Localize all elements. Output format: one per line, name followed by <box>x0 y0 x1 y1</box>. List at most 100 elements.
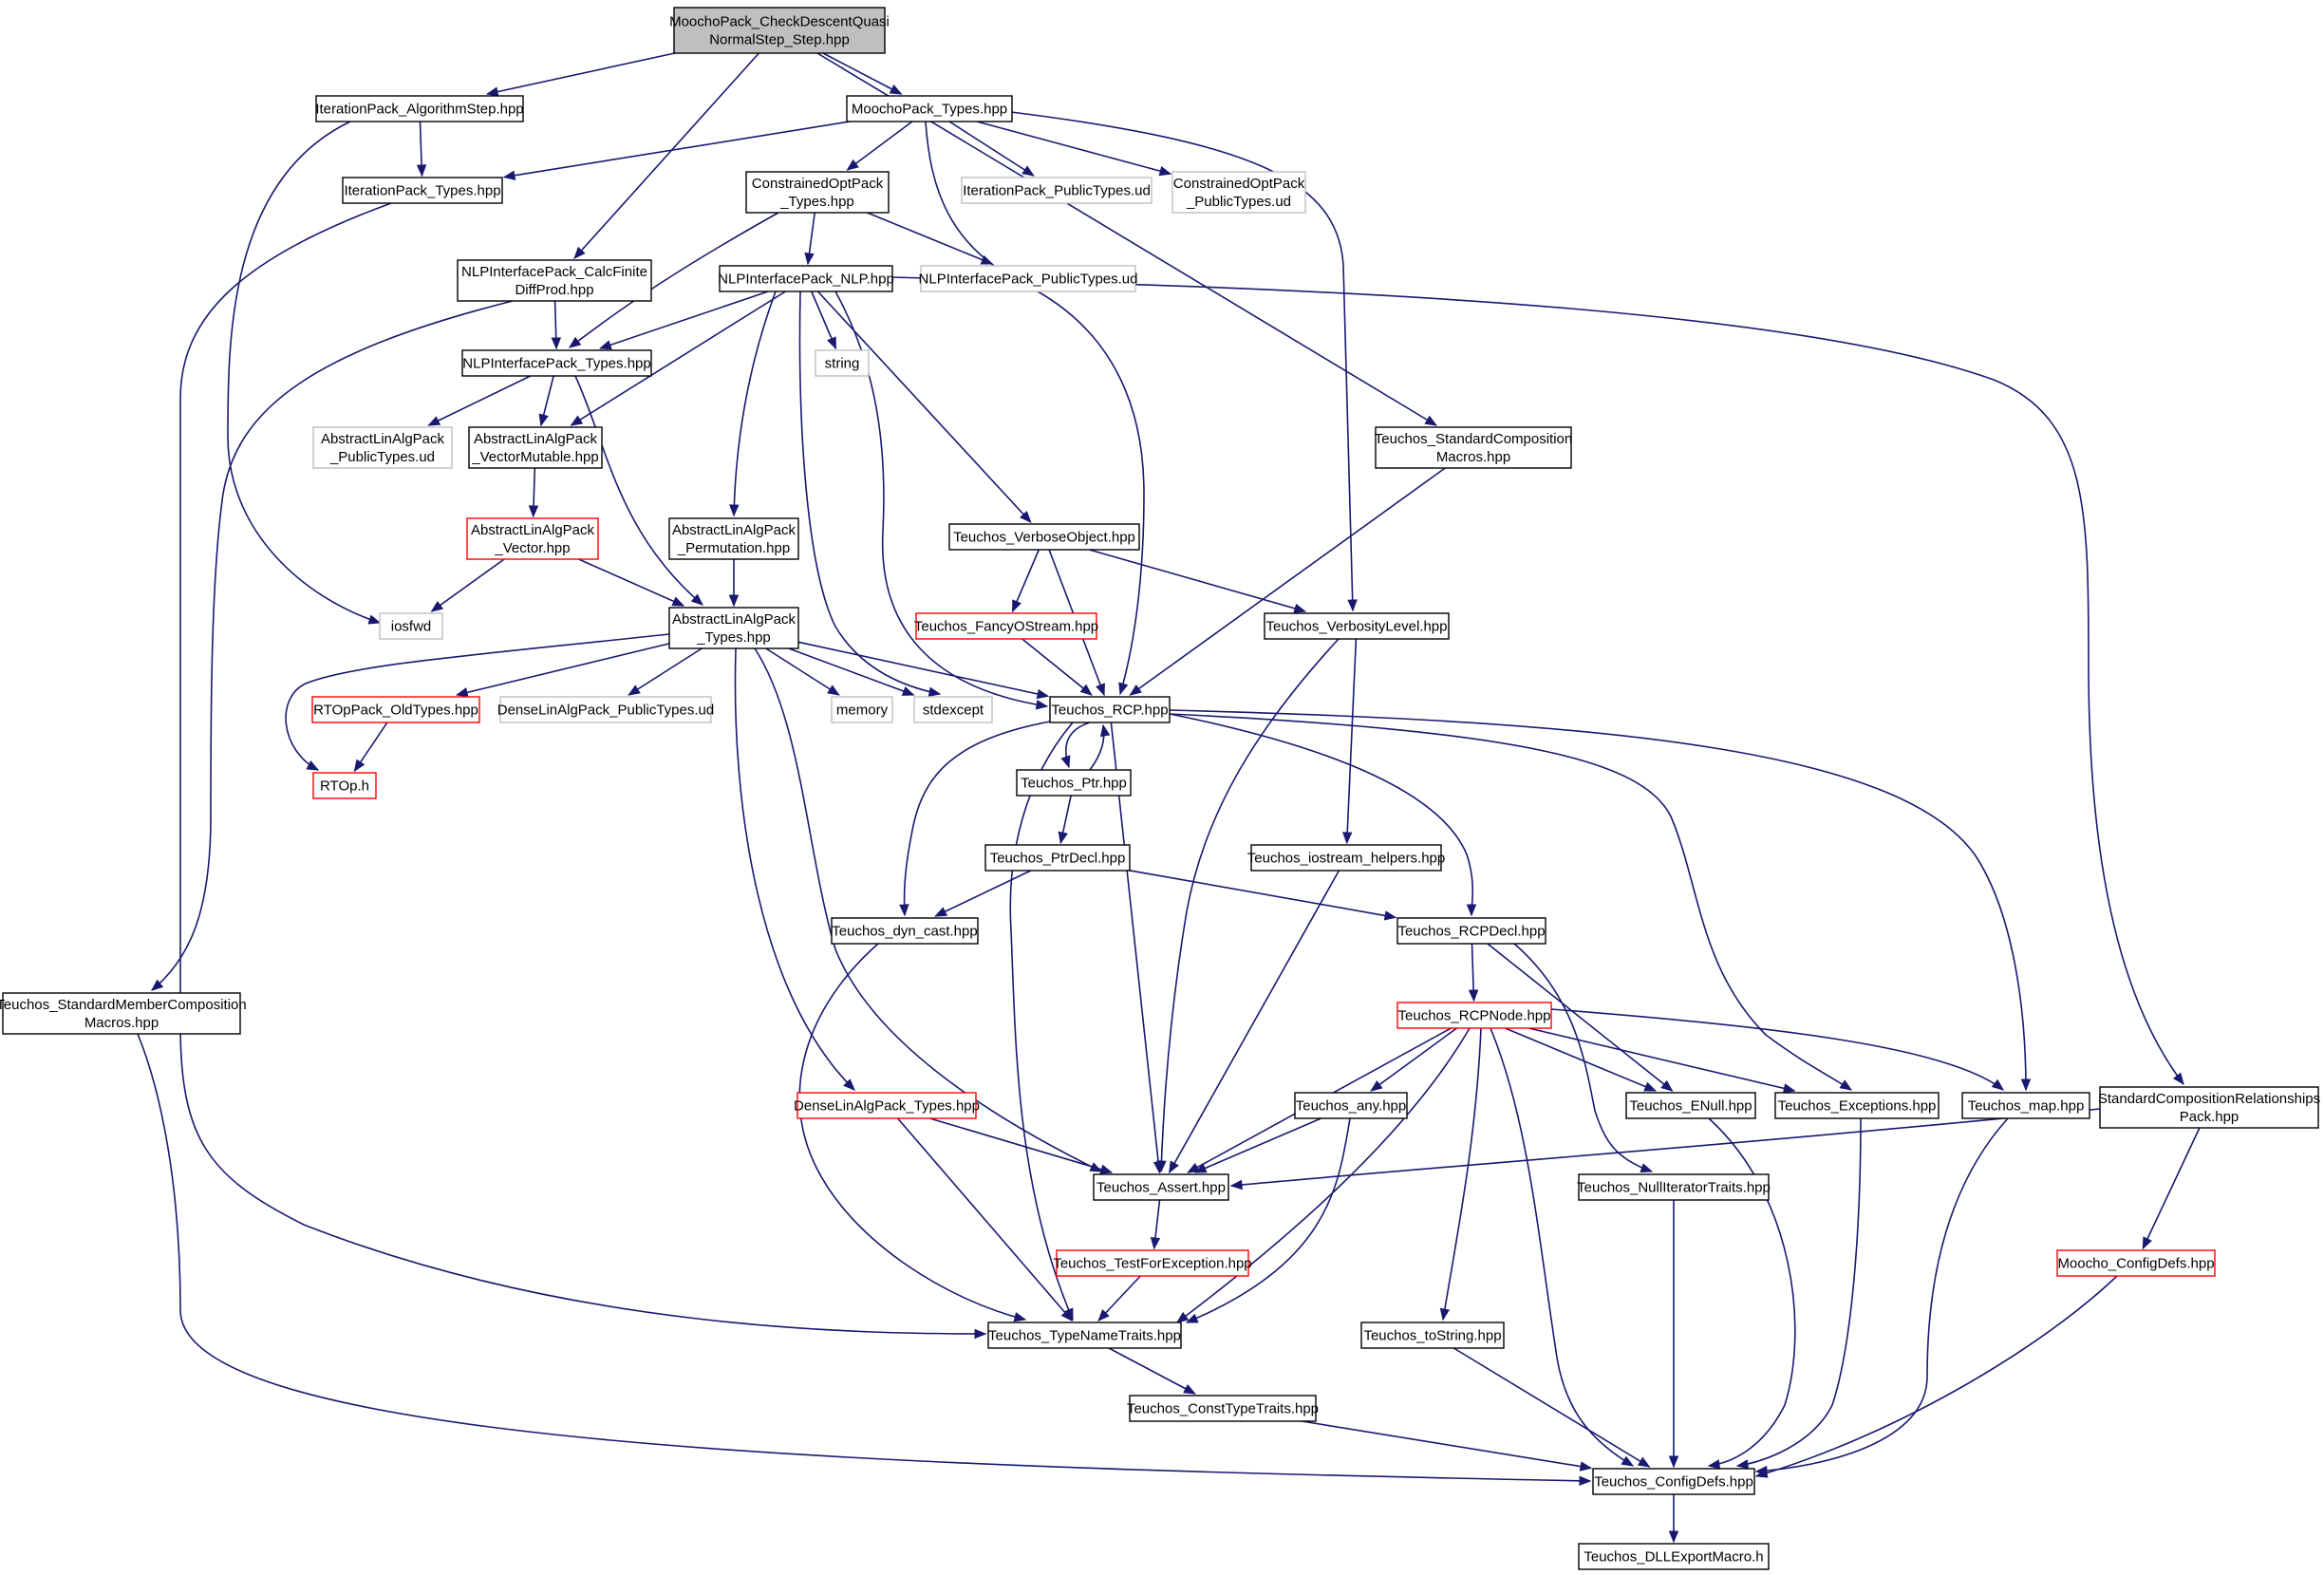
node-box[interactable] <box>920 265 1136 292</box>
node-box[interactable] <box>499 696 712 723</box>
node-nlptypes[interactable]: NLPInterfacePack_Types.hpp <box>461 349 652 377</box>
node-box[interactable] <box>342 177 503 204</box>
node-box[interactable] <box>457 259 652 302</box>
node-map[interactable]: Teuchos_map.hpp <box>1961 1092 2090 1119</box>
node-string[interactable]: string <box>815 349 870 377</box>
node-box[interactable] <box>2099 1086 2319 1129</box>
node-box[interactable] <box>461 349 652 377</box>
node-vec[interactable]: AbstractLinAlgPack_Vector.hpp <box>466 517 599 560</box>
node-box[interactable] <box>1093 1173 1229 1201</box>
node-copub[interactable]: ConstrainedOptPack_PublicTypes.ud <box>1171 171 1306 214</box>
node-box[interactable] <box>1171 171 1306 214</box>
node-box[interactable] <box>831 917 979 945</box>
node-box[interactable] <box>1625 1092 1756 1119</box>
node-rcpdecl[interactable]: Teuchos_RCPDecl.hpp <box>1396 917 1546 945</box>
node-dyncast[interactable]: Teuchos_dyn_cast.hpp <box>831 917 979 945</box>
node-box[interactable] <box>1016 769 1132 797</box>
node-nlppub[interactable]: NLPInterfacePack_PublicTypes.ud <box>919 265 1138 292</box>
node-box[interactable] <box>1592 1468 1755 1495</box>
node-rcpnode[interactable]: Teuchos_RCPNode.hpp <box>1396 1002 1552 1029</box>
node-box[interactable] <box>668 607 799 649</box>
node-alapub[interactable]: AbstractLinAlgPack_PublicTypes.ud <box>312 426 453 469</box>
node-box[interactable] <box>831 696 893 723</box>
node-stdexc[interactable]: stdexcept <box>913 696 993 723</box>
node-denpub[interactable]: DenseLinAlgPack_PublicTypes.ud <box>497 696 714 723</box>
node-box[interactable] <box>913 696 993 723</box>
node-box[interactable] <box>1396 1002 1552 1029</box>
node-dentypes[interactable]: DenseLinAlgPack_Types.hpp <box>794 1092 980 1119</box>
node-mtypes[interactable]: MoochoPack_Types.hpp <box>846 95 1013 122</box>
node-any[interactable]: Teuchos_any.hpp <box>1294 1092 1408 1119</box>
node-box[interactable] <box>1264 612 1450 640</box>
node-verblvl[interactable]: Teuchos_VerbosityLevel.hpp <box>1264 612 1450 640</box>
node-box[interactable] <box>311 696 480 723</box>
node-exc[interactable]: Teuchos_Exceptions.hpp <box>1774 1092 1940 1119</box>
node-ctt[interactable]: Teuchos_ConstTypeTraits.hpp <box>1127 1395 1319 1422</box>
node-box[interactable] <box>1578 1543 1770 1570</box>
node-box[interactable] <box>468 426 603 469</box>
node-box[interactable] <box>984 844 1131 872</box>
node-box[interactable] <box>745 171 890 214</box>
node-assert[interactable]: Teuchos_Assert.hpp <box>1093 1173 1229 1201</box>
node-box[interactable] <box>312 426 453 469</box>
node-box[interactable] <box>719 265 893 292</box>
node-tconf[interactable]: Teuchos_ConfigDefs.hpp <box>1592 1468 1755 1495</box>
node-iosfwd[interactable]: iosfwd <box>379 612 443 640</box>
node-box[interactable] <box>987 1322 1182 1349</box>
node-box[interactable] <box>2 992 241 1035</box>
node-alatypes[interactable]: AbstractLinAlgPack_Types.hpp <box>668 607 799 649</box>
node-nlp[interactable]: NLPInterfacePack_NLP.hpp <box>718 265 894 292</box>
node-box[interactable] <box>915 612 1097 640</box>
node-box[interactable] <box>1294 1092 1408 1119</box>
node-ptrdecl[interactable]: Teuchos_PtrDecl.hpp <box>984 844 1131 872</box>
node-box[interactable] <box>1375 426 1572 469</box>
node-box[interactable] <box>815 349 870 377</box>
node-rtop[interactable]: RTOp.h <box>312 772 377 799</box>
node-box[interactable] <box>1056 1249 1249 1277</box>
node-box[interactable] <box>315 95 524 122</box>
node-rtopold[interactable]: RTOpPack_OldTypes.hpp <box>311 696 480 723</box>
node-tnt[interactable]: Teuchos_TypeNameTraits.hpp <box>987 1322 1182 1349</box>
node-box[interactable] <box>668 517 799 560</box>
node-ittypes[interactable]: IterationPack_Types.hpp <box>342 177 503 204</box>
node-itpub[interactable]: IterationPack_PublicTypes.ud <box>961 177 1153 204</box>
node-box[interactable] <box>1774 1092 1940 1119</box>
node-box[interactable] <box>1961 1092 2090 1119</box>
node-box[interactable] <box>673 7 886 54</box>
node-box[interactable] <box>379 612 443 640</box>
node-dll[interactable]: Teuchos_DLLExportMacro.h <box>1578 1543 1770 1570</box>
node-perm[interactable]: AbstractLinAlgPack_Permutation.hpp <box>668 517 799 560</box>
node-box[interactable] <box>1250 844 1442 872</box>
node-enull[interactable]: Teuchos_ENull.hpp <box>1625 1092 1756 1119</box>
node-box[interactable] <box>797 1092 977 1119</box>
node-verbobj[interactable]: Teuchos_VerboseObject.hpp <box>948 523 1140 551</box>
node-testexc[interactable]: Teuchos_TestForException.hpp <box>1053 1249 1252 1277</box>
node-box[interactable] <box>466 517 599 560</box>
node-box[interactable] <box>1129 1395 1317 1422</box>
node-fancy[interactable]: Teuchos_FancyOStream.hpp <box>914 612 1098 640</box>
node-stdmem[interactable]: Teuchos_StandardMemberCompositionMacros.… <box>0 992 247 1035</box>
node-mconf[interactable]: Moocho_ConfigDefs.hpp <box>2056 1249 2216 1277</box>
node-memory[interactable]: memory <box>831 696 893 723</box>
node-box[interactable] <box>948 523 1140 551</box>
node-ptr[interactable]: Teuchos_Ptr.hpp <box>1016 769 1132 797</box>
node-iohelp[interactable]: Teuchos_iostream_helpers.hpp <box>1247 844 1445 872</box>
node-box[interactable] <box>2056 1249 2216 1277</box>
node-box[interactable] <box>1049 696 1171 723</box>
node-box[interactable] <box>1360 1322 1505 1349</box>
node-box[interactable] <box>1396 917 1546 945</box>
node-box[interactable] <box>961 177 1153 204</box>
node-cotypes[interactable]: ConstrainedOptPack_Types.hpp <box>745 171 890 214</box>
node-tostr[interactable]: Teuchos_toString.hpp <box>1360 1322 1505 1349</box>
node-vecmut[interactable]: AbstractLinAlgPack_VectorMutable.hpp <box>468 426 603 469</box>
node-iterstep[interactable]: IterationPack_AlgorithmStep.hpp <box>315 95 524 122</box>
node-box[interactable] <box>312 772 377 799</box>
node-root[interactable]: MoochoPack_CheckDescentQuasiNormalStep_S… <box>669 7 890 54</box>
node-box[interactable] <box>846 95 1013 122</box>
node-rcp[interactable]: Teuchos_RCP.hpp <box>1049 696 1171 723</box>
node-box[interactable] <box>1578 1173 1770 1201</box>
node-nullit[interactable]: Teuchos_NullIteratorTraits.hpp <box>1577 1173 1771 1201</box>
